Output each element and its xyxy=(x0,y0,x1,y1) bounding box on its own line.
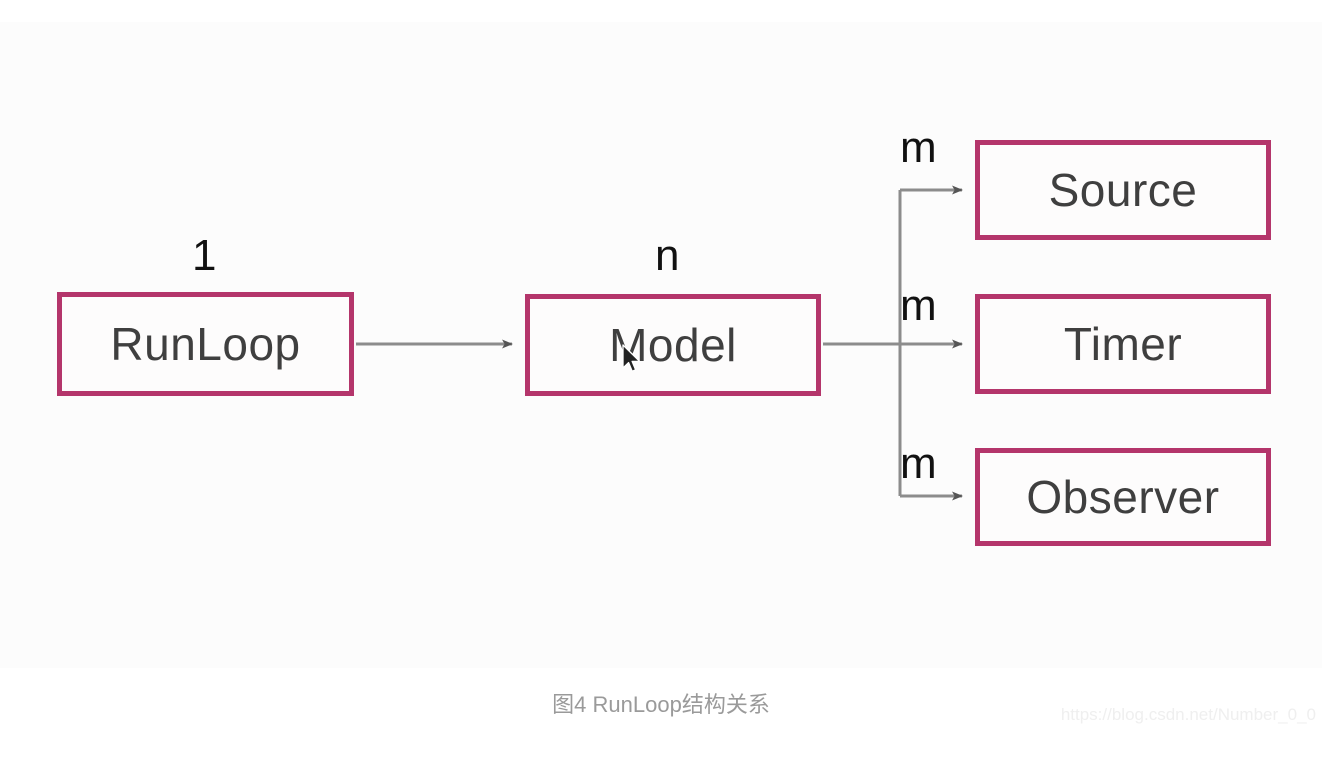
node-label-observer: Observer xyxy=(1026,471,1220,523)
node-label-runloop: RunLoop xyxy=(110,318,301,370)
node-label-source: Source xyxy=(1048,164,1198,216)
multiplicity-label-timer: m xyxy=(900,281,937,330)
node-box-model[interactable]: Model xyxy=(525,294,821,396)
node-box-timer[interactable]: Timer xyxy=(975,294,1271,394)
node-box-observer[interactable]: Observer xyxy=(975,448,1271,546)
watermark-text: https://blog.csdn.net/Number_0_0 xyxy=(1060,705,1316,724)
node-label-timer: Timer xyxy=(1063,318,1183,370)
diagram-caption: 图4 RunLoop结构关系 xyxy=(552,692,770,717)
multiplicity-label-runloop: 1 xyxy=(192,231,217,280)
multiplicity-label-source: m xyxy=(900,123,937,172)
diagram-canvas: 1 n m m m RunLoop Model Source Timer Obs… xyxy=(0,22,1322,668)
mouse-pointer-icon xyxy=(622,344,641,372)
node-box-source[interactable]: Source xyxy=(975,140,1271,240)
multiplicity-label-observer: m xyxy=(900,439,937,488)
diagram-screen: 1 n m m m RunLoop Model Source Timer Obs… xyxy=(0,22,1322,724)
multiplicity-label-model: n xyxy=(655,231,680,280)
node-box-runloop[interactable]: RunLoop xyxy=(57,292,354,396)
